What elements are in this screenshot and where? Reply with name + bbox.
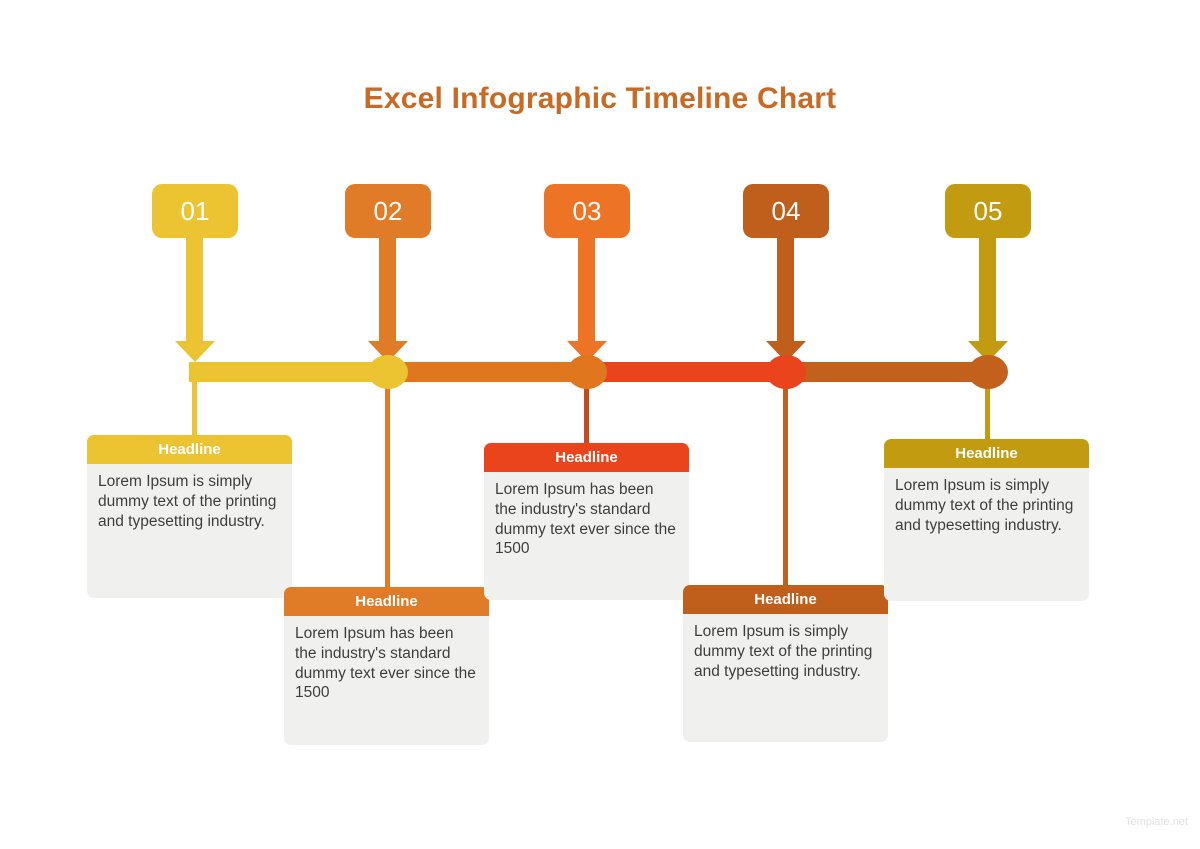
timeline-segment-1 [189,362,388,382]
timeline-node [567,355,607,389]
card-headline: Headline [284,587,489,616]
card-body-text: Lorem Ipsum is simply dummy text of the … [683,614,888,742]
milestone-number-box: 01 [152,184,238,238]
milestone-number-box: 03 [544,184,630,238]
arrow-down-icon [175,341,215,362]
milestone-card: Headline Lorem Ipsum is simply dummy tex… [683,585,888,742]
milestone-number-box: 05 [945,184,1031,238]
connector-line [783,380,788,586]
timeline-segment-4 [786,362,1004,382]
connector-line [385,380,390,588]
timeline-node [968,355,1008,389]
card-body-text: Lorem Ipsum is simply dummy text of the … [884,468,1089,601]
page-title: Excel Infographic Timeline Chart [363,82,837,115]
card-body-text: Lorem Ipsum has been the industry's stan… [484,472,689,600]
card-headline: Headline [884,439,1089,468]
milestone-card: Headline Lorem Ipsum is simply dummy tex… [884,439,1089,601]
arrow-stem [777,237,794,342]
card-body-text: Lorem Ipsum is simply dummy text of the … [87,464,292,598]
timeline-segment-3 [587,362,786,382]
milestone-card: Headline Lorem Ipsum has been the indust… [284,587,489,745]
connector-line [584,380,589,444]
card-headline: Headline [683,585,888,614]
arrow-stem [979,237,996,342]
timeline-node [368,355,408,389]
watermark: Template.net [1125,816,1188,828]
milestone-number-box: 04 [743,184,829,238]
card-body-text: Lorem Ipsum has been the industry's stan… [284,616,489,745]
milestone-card: Headline Lorem Ipsum is simply dummy tex… [87,435,292,598]
arrow-stem [186,237,203,342]
arrow-stem [379,237,396,342]
milestone-number-box: 02 [345,184,431,238]
timeline-node [766,355,806,389]
milestone-card: Headline Lorem Ipsum has been the indust… [484,443,689,600]
connector-line [985,380,990,440]
connector-line [192,380,197,436]
arrow-stem [578,237,595,342]
card-headline: Headline [87,435,292,464]
card-headline: Headline [484,443,689,472]
timeline-segment-2 [388,362,587,382]
